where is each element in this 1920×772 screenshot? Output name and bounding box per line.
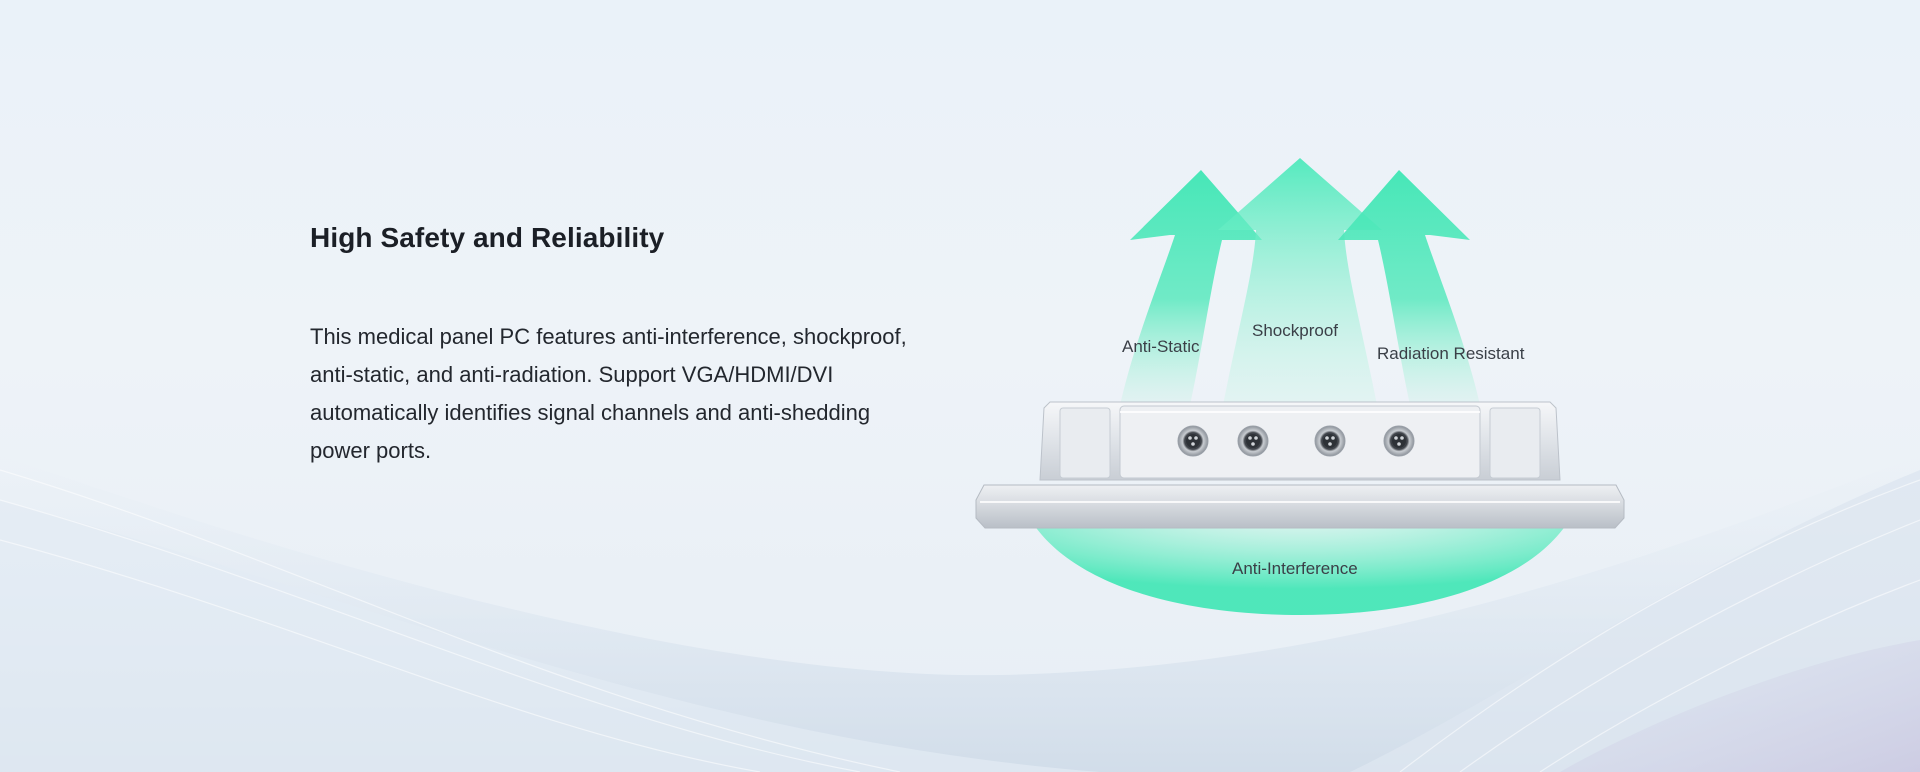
- circular-connector-icon: [1383, 425, 1415, 457]
- feature-label-shockproof: Shockproof: [1252, 321, 1338, 340]
- feature-label-anti-interference: Anti-Interference: [1232, 559, 1358, 578]
- section-description: This medical panel PC features anti-inte…: [310, 324, 907, 463]
- upward-arrow-icon: [1338, 170, 1480, 405]
- feature-label-radiation-resistant: Radiation Resistant: [1377, 344, 1525, 363]
- circular-connector-icon: [1237, 425, 1269, 457]
- panel-pc-body: [975, 401, 1625, 529]
- feature-label-anti-static: Anti-Static: [1122, 337, 1200, 356]
- upward-arrow-icon: [1218, 158, 1382, 405]
- panel-pc-illustration: [975, 158, 1625, 615]
- anti-interference-dome: [1025, 510, 1575, 615]
- section-title: High Safety and Reliability: [310, 222, 665, 253]
- circular-connector-icon: [1314, 425, 1346, 457]
- feature-text-block: High Safety and Reliability This medical…: [310, 218, 920, 470]
- circular-connector-icon: [1177, 425, 1209, 457]
